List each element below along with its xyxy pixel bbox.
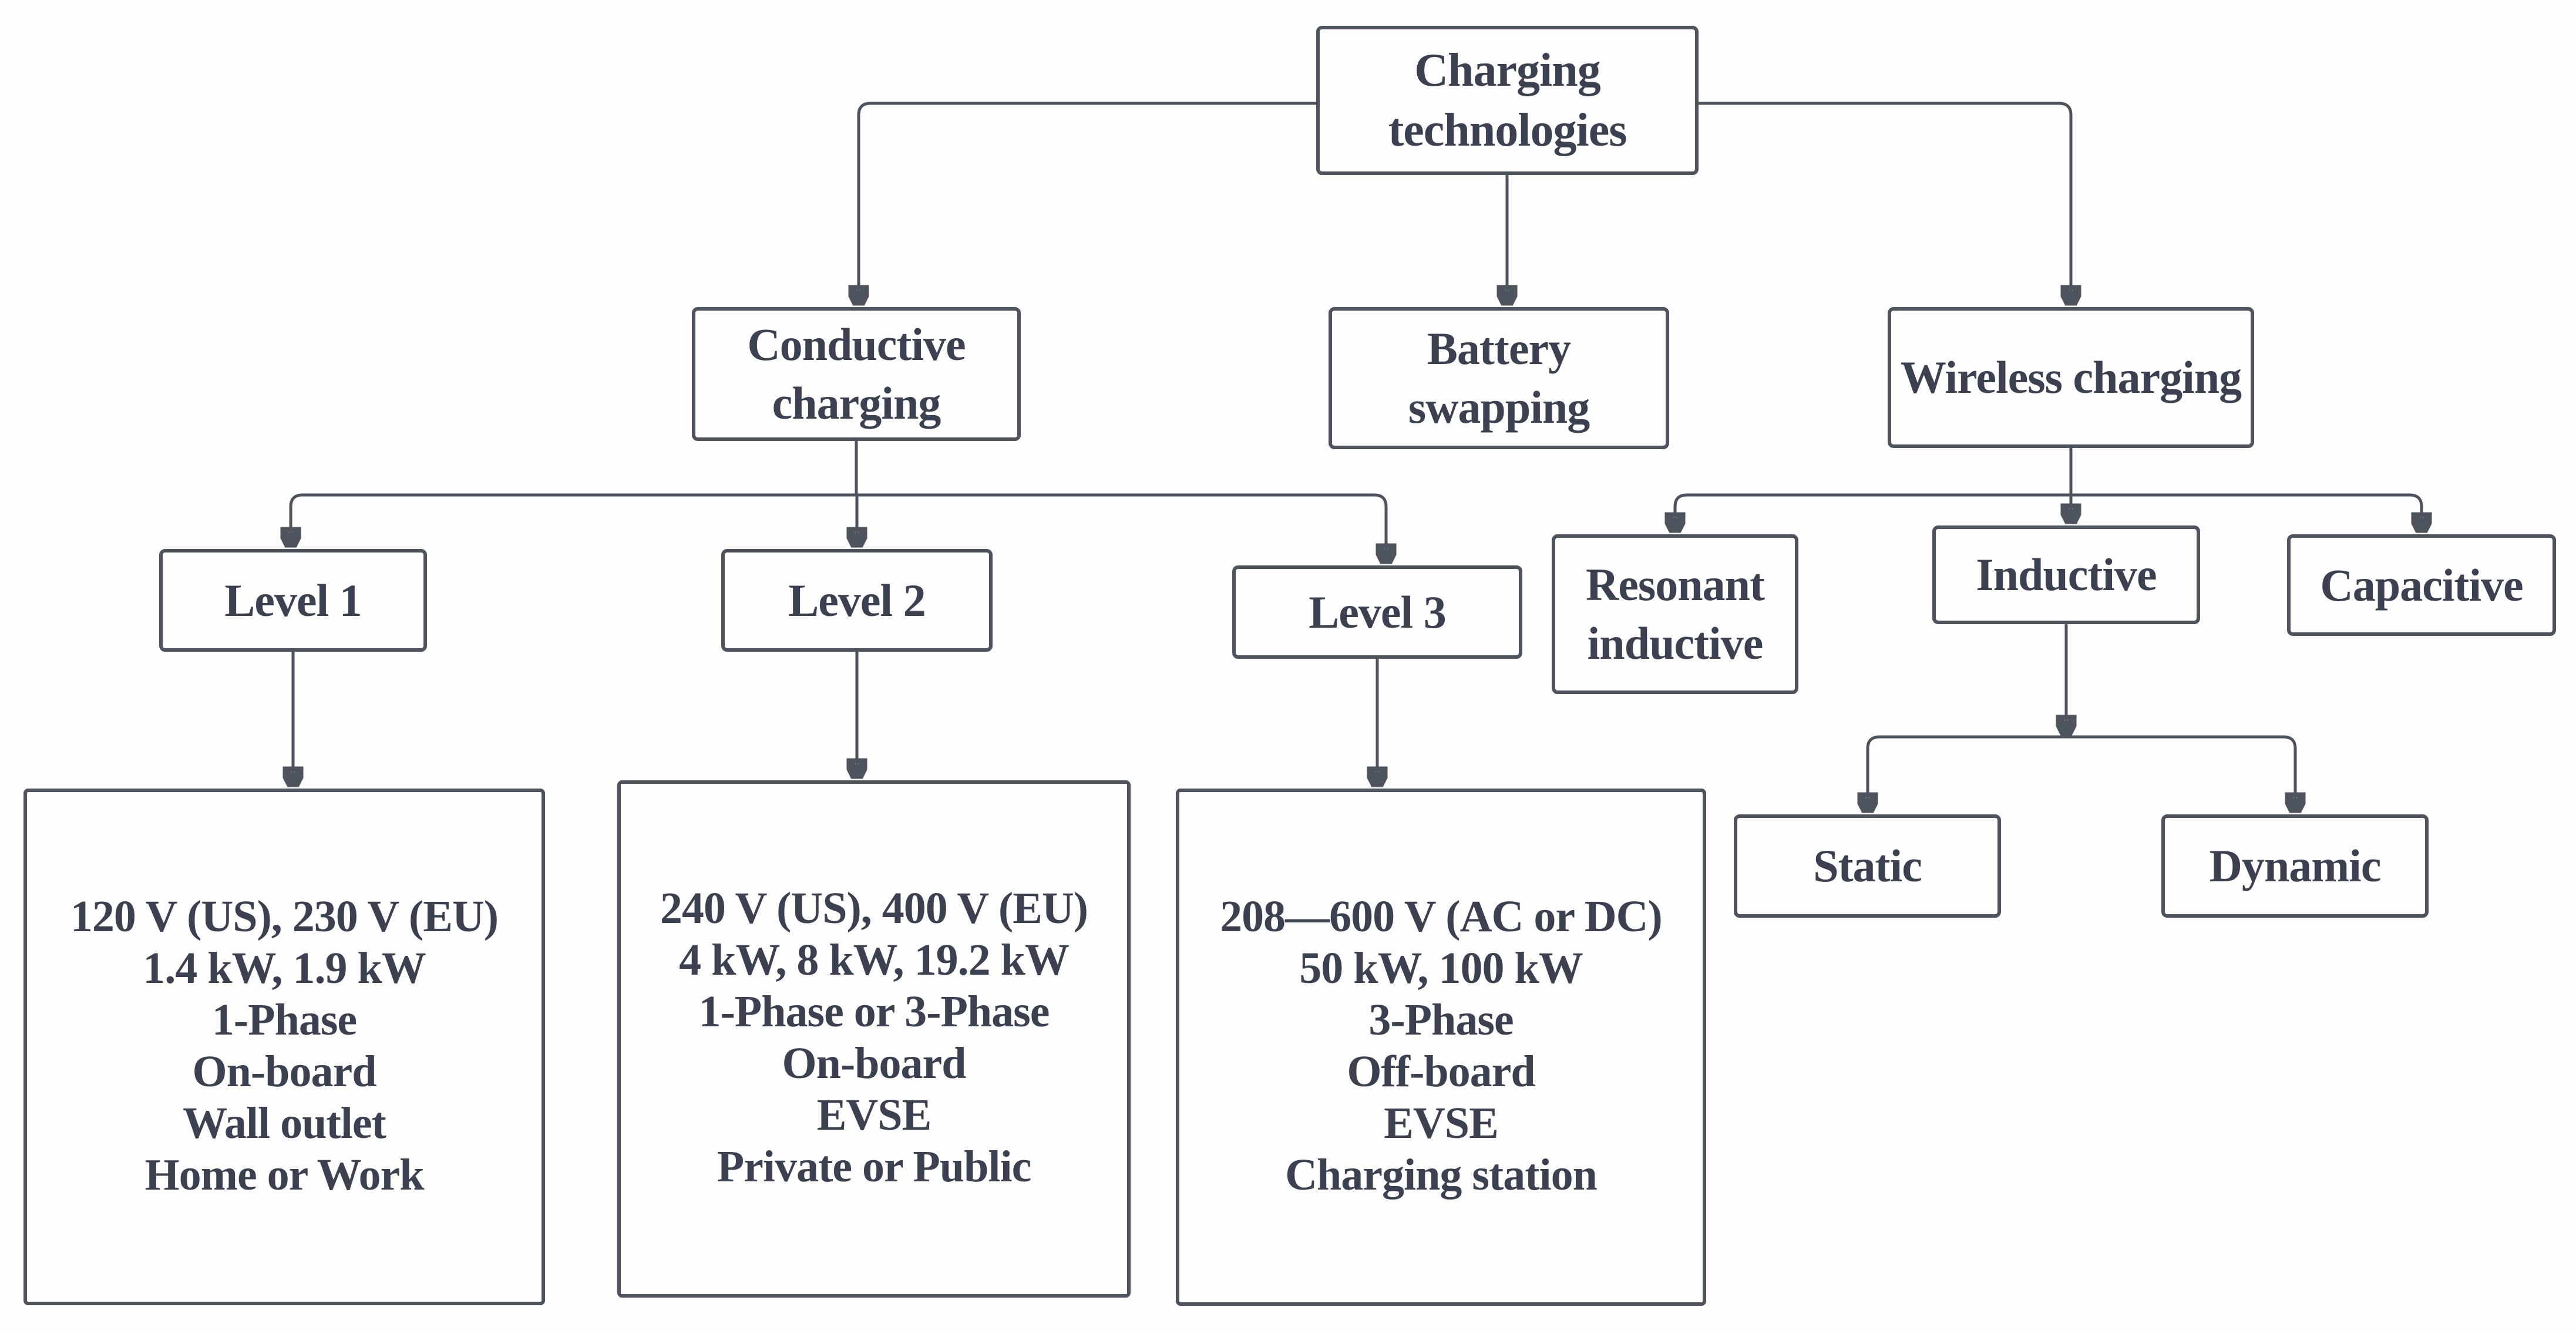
node-level-1: Level 1 [159, 549, 427, 652]
level-2-spec-equipment: EVSE [816, 1090, 932, 1140]
level-1-specs-box: 120 V (US), 230 V (EU) 1.4 kW, 1.9 kW 1-… [23, 789, 545, 1305]
edge-wireless-resonant [1675, 493, 2073, 530]
edge-wireless-capacitive [2069, 493, 2422, 530]
level-2-spec-power: 4 kW, 8 kW, 19.2 kW [679, 935, 1070, 985]
level-3-spec-equipment: EVSE [1384, 1099, 1499, 1148]
node-capacitive-label: Capacitive [2320, 559, 2523, 611]
node-level-2: Level 2 [721, 549, 993, 652]
level-3-spec-location: Charging station [1285, 1150, 1598, 1200]
node-level-1-label: Level 1 [224, 574, 362, 626]
level-1-spec-charger: On-board [192, 1047, 377, 1096]
level-1-spec-power: 1.4 kW, 1.9 kW [143, 944, 426, 993]
node-conductive-charging-label: Conductive charging [747, 319, 966, 429]
node-level-3-label: Level 3 [1309, 586, 1446, 638]
level-1-spec-location: Home or Work [144, 1150, 425, 1200]
node-level-2-label: Level 2 [788, 574, 926, 626]
level-1-spec-outlet: Wall outlet [183, 1099, 386, 1148]
node-dynamic-label: Dynamic [2209, 840, 2382, 892]
node-dynamic: Dynamic [2161, 814, 2429, 918]
node-battery-swapping-label: Battery swapping [1408, 323, 1590, 433]
level-2-spec-location: Private or Public [717, 1142, 1032, 1191]
node-wireless-charging: Wireless charging [1888, 307, 2254, 448]
node-battery-swapping: Battery swapping [1329, 307, 1669, 449]
node-wireless-charging-label: Wireless charging [1900, 352, 2242, 403]
node-static-label: Static [1813, 840, 1922, 892]
node-charging-technologies: Charging technologies [1316, 26, 1699, 175]
level-3-spec-phase: 3-Phase [1368, 995, 1514, 1045]
level-3-spec-charger: Off-board [1347, 1047, 1535, 1096]
edge-conductive-level1 [291, 493, 858, 544]
edge-inductive-static [1868, 735, 2068, 810]
node-charging-technologies-label: Charging technologies [1388, 44, 1627, 156]
level-1-spec-phase: 1-Phase [211, 995, 357, 1045]
node-level-3: Level 3 [1232, 565, 1522, 659]
level-1-spec-voltage: 120 V (US), 230 V (EU) [70, 892, 499, 941]
level-3-spec-power: 50 kW, 100 kW [1299, 944, 1583, 993]
node-static: Static [1734, 814, 2001, 918]
level-3-spec-voltage: 208—600 V (AC or DC) [1220, 892, 1663, 941]
level-2-spec-charger: On-board [782, 1039, 967, 1088]
edge-root-conductive [859, 102, 1318, 302]
node-inductive: Inductive [1932, 525, 2200, 624]
node-resonant-inductive: Resonant inductive [1552, 534, 1798, 694]
edge-root-wireless [1697, 102, 2071, 302]
node-resonant-inductive-label: Resonant inductive [1585, 559, 1765, 669]
node-inductive-label: Inductive [1976, 549, 2157, 601]
edge-inductive-dynamic [2064, 735, 2295, 810]
node-conductive-charging: Conductive charging [692, 307, 1021, 441]
level-3-specs-box: 208—600 V (AC or DC) 50 kW, 100 kW 3-Pha… [1176, 789, 1706, 1306]
level-2-specs-box: 240 V (US), 400 V (EU) 4 kW, 8 kW, 19.2 … [617, 780, 1131, 1298]
edge-conductive-level3 [855, 493, 1386, 561]
level-2-spec-voltage: 240 V (US), 400 V (EU) [660, 884, 1088, 933]
level-2-spec-phase: 1-Phase or 3-Phase [698, 987, 1050, 1036]
node-capacitive: Capacitive [2287, 534, 2556, 636]
